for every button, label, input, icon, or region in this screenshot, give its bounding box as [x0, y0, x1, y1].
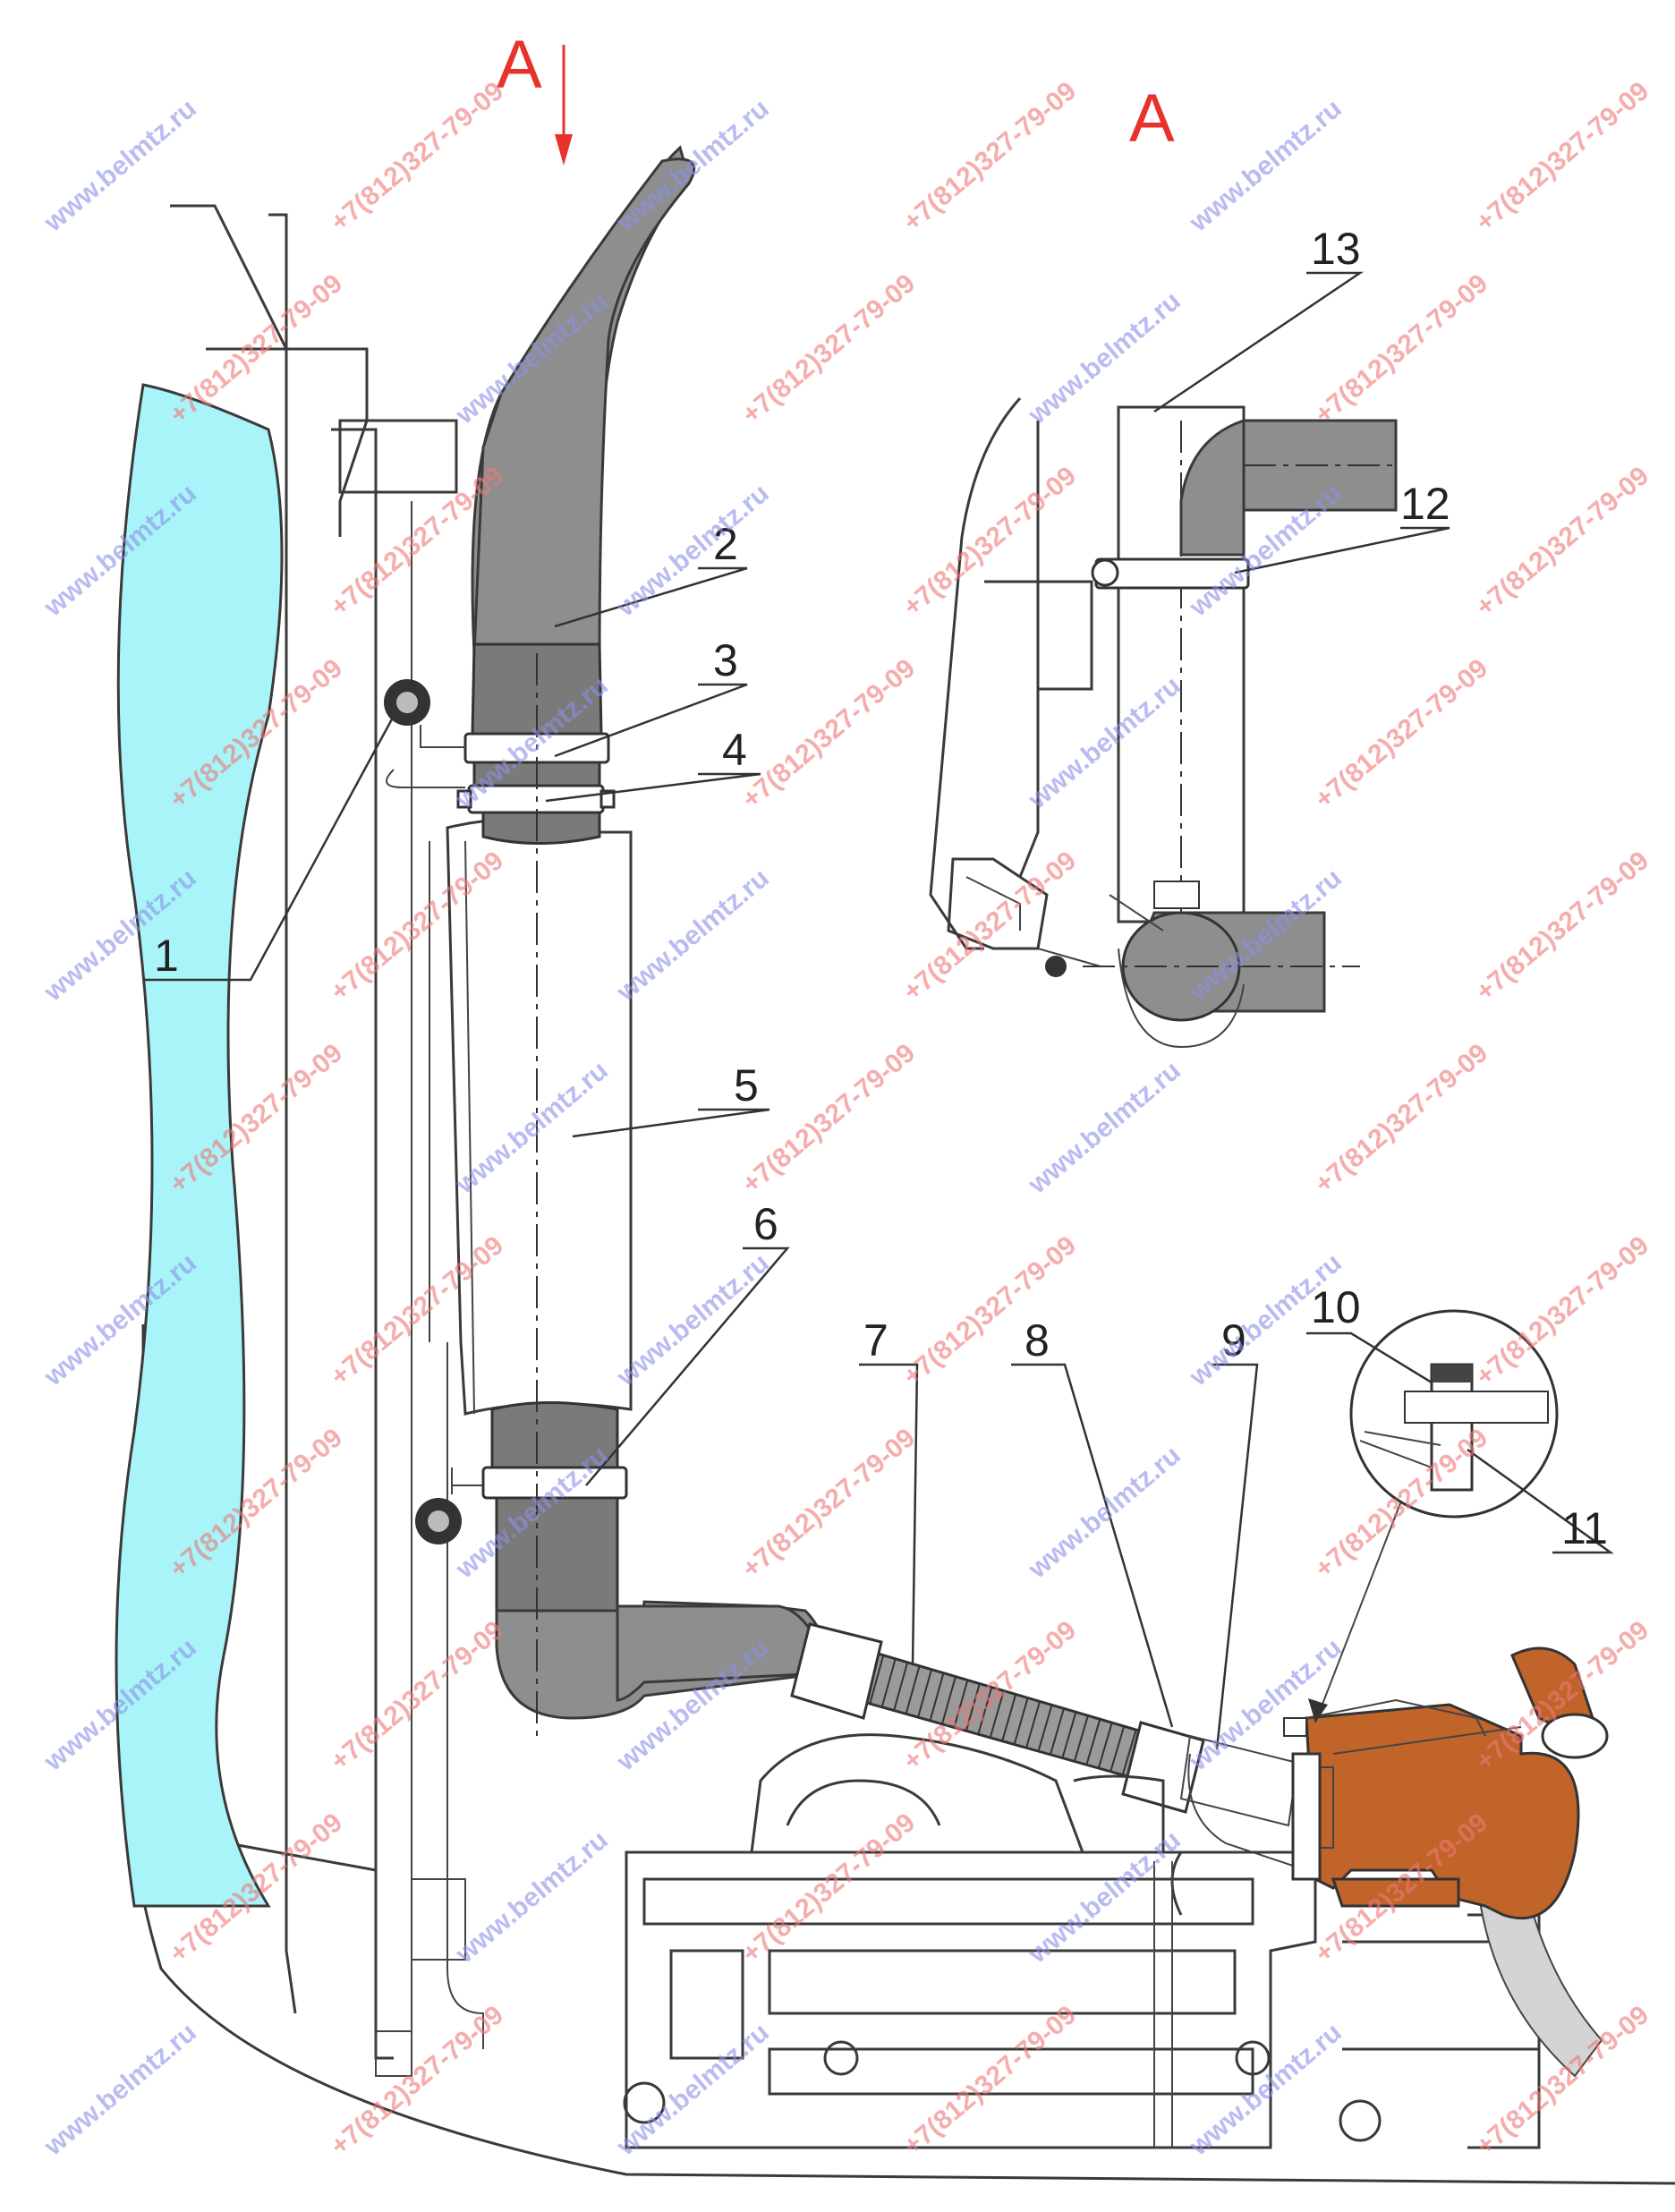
watermark-site: www.belmtz.ru [611, 864, 775, 1008]
callout-7: 7 [863, 1315, 889, 1365]
watermark-phone: +7(812)327-79-09 [736, 1423, 921, 1584]
watermark-phone: +7(812)327-79-09 [736, 1808, 921, 1969]
watermark-site: www.belmtz.ru [1023, 1441, 1186, 1585]
watermark-phone: +7(812)327-79-09 [1470, 1230, 1654, 1391]
watermark-site: www.belmtz.ru [611, 94, 775, 238]
watermark-site: www.belmtz.ru [1184, 2018, 1348, 2162]
connector-pipe-9 [1179, 1734, 1299, 1827]
detail-circle-10-11 [1308, 1309, 1559, 1723]
watermark-phone: +7(812)327-79-09 [897, 461, 1082, 622]
callout-2: 2 [713, 519, 738, 569]
callout-6: 6 [753, 1199, 778, 1249]
watermark-phone: +7(812)327-79-09 [736, 1038, 921, 1199]
watermark-phone: +7(812)327-79-09 [325, 2000, 509, 2161]
watermark-phone: +7(812)327-79-09 [1309, 1038, 1493, 1199]
flex-pipe [790, 1622, 1205, 1814]
watermark-phone: +7(812)327-79-09 [897, 2000, 1082, 2161]
callout-13: 13 [1311, 224, 1361, 274]
section-view-a [929, 396, 1398, 1049]
section-view-label: А [1129, 81, 1175, 157]
watermark-phone: +7(812)327-79-09 [1309, 653, 1493, 814]
watermark-phone: +7(812)327-79-09 [736, 653, 921, 814]
watermark-phone: +7(812)327-79-09 [325, 76, 509, 237]
callout-numbers: 1 2 3 4 5 6 7 8 9 10 11 12 13 [154, 224, 1608, 1553]
callout-8: 8 [1025, 1315, 1050, 1365]
exhaust-pipe-assembly [384, 145, 1307, 1871]
watermark-site: www.belmtz.ru [38, 94, 202, 238]
callout-4: 4 [722, 725, 747, 775]
watermark-phone: +7(812)327-79-09 [736, 268, 921, 430]
callout-9: 9 [1221, 1315, 1246, 1365]
watermark-site: www.belmtz.ru [1023, 671, 1186, 815]
watermark-phone: +7(812)327-79-09 [897, 846, 1082, 1007]
callout-5: 5 [734, 1060, 759, 1110]
mounting-bracket-bottom [415, 1468, 483, 1544]
watermark-site: www.belmtz.ru [1023, 1056, 1186, 1200]
view-arrow-a [555, 45, 573, 166]
watermark-phone: +7(812)327-79-09 [1470, 461, 1654, 622]
callout-11: 11 [1561, 1503, 1608, 1553]
watermark-site: www.belmtz.ru [38, 2018, 202, 2162]
watermark-site: www.belmtz.ru [1023, 286, 1186, 430]
watermark-phone: +7(812)327-79-09 [1470, 846, 1654, 1007]
watermark-phone: +7(812)327-79-09 [325, 1615, 509, 1776]
watermark-site: www.belmtz.ru [1184, 94, 1348, 238]
watermark-site: www.belmtz.ru [611, 2018, 775, 2162]
mounting-bracket-top [384, 679, 465, 788]
turbocharger [1283, 1646, 1609, 1920]
watermark-site: www.belmtz.ru [611, 479, 775, 623]
watermark-phone: +7(812)327-79-09 [897, 76, 1082, 237]
watermark-site: www.belmtz.ru [450, 1825, 614, 1970]
callout-1: 1 [154, 931, 179, 981]
watermark-phone: +7(812)327-79-09 [1470, 76, 1654, 237]
leader-lines [143, 271, 1614, 1750]
callout-12: 12 [1400, 479, 1450, 529]
watermark-phone: +7(812)327-79-09 [1309, 268, 1493, 430]
watermark-phone: +7(812)327-79-09 [897, 1230, 1082, 1391]
lower-sleeve [490, 1401, 619, 1469]
view-arrow-label: А [497, 27, 542, 103]
watermark-site: www.belmtz.ru [1023, 1825, 1186, 1970]
watermark-site: www.belmtz.ru [611, 1248, 775, 1392]
callout-10: 10 [1311, 1282, 1361, 1332]
callout-3: 3 [713, 635, 738, 685]
